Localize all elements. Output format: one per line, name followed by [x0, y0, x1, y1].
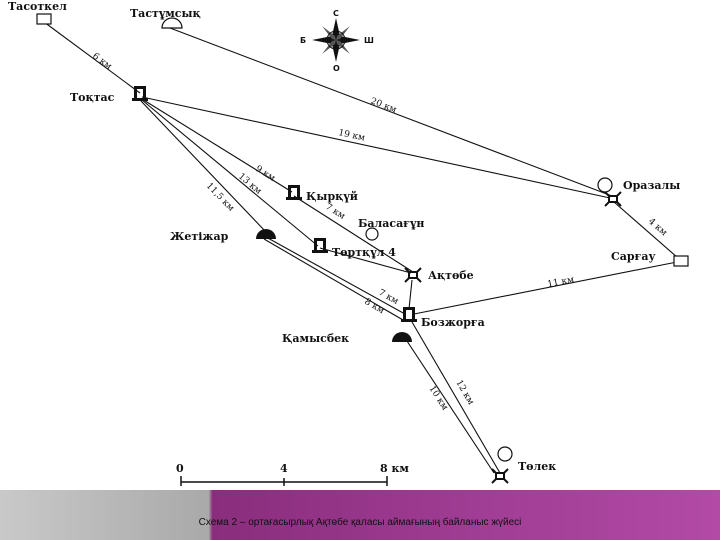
scale-tick-label: 4 — [280, 462, 288, 475]
scale-bar: 0 4 8 км — [176, 462, 409, 486]
route-tasotkel-toktas — [43, 21, 141, 94]
site-label-bozhorga: Бозжорға — [421, 316, 485, 329]
circle-marker-icon — [597, 177, 613, 193]
site-label-zhetizhar: Жетіжар — [170, 230, 229, 243]
filled-half-circle-marker-icon — [256, 229, 276, 239]
fortress-marker-icon — [132, 86, 148, 101]
route-toktas-tortkul — [141, 99, 319, 247]
site-labels: Тасоткел Тастұмсық Тоқтас Оразалы Қырқүй… — [8, 0, 680, 473]
circle-marker-icon — [497, 446, 513, 462]
route-bozhorga-tolek-b — [404, 337, 495, 474]
distance-label: 11 км — [547, 275, 575, 290]
town-marker-icon — [404, 267, 422, 283]
site-label-aktobe: Ақтөбе — [428, 269, 474, 282]
compass-rose: С О Б Ш — [300, 9, 374, 73]
fortress-marker-icon — [312, 238, 328, 253]
scale-tick-label: 8 км — [380, 462, 409, 475]
route-tortkul-aktobe — [319, 247, 412, 274]
route-zhetizhar-bozhorga-a — [265, 236, 406, 315]
compass-west: Б — [300, 36, 306, 45]
fortress-marker-icon — [401, 307, 417, 322]
site-label-tasotkel: Тасоткел — [8, 0, 67, 13]
site-label-orazaly: Оразалы — [623, 179, 680, 192]
route-aktobe-bozhorga — [408, 279, 413, 310]
site-label-sargau: Сарғау — [611, 250, 655, 263]
square-marker-icon — [673, 255, 689, 267]
route-kyrkui-aktobe — [293, 195, 414, 273]
site-label-kamysbek: Қамысбек — [282, 332, 349, 345]
distance-label: 6 км — [90, 51, 113, 72]
distance-label: 20 км — [369, 96, 398, 115]
fortress-marker-icon — [286, 185, 302, 200]
route-toktas-zhetizhar — [140, 100, 267, 233]
route-zhetizhar-bozhorga-b — [263, 238, 404, 321]
caption-banner: Схема 2 – ортағасырлық Ақтөбе қаласы айм… — [0, 490, 720, 540]
distance-label: 9 км — [253, 164, 276, 184]
route-bozhorga-tolek-a — [411, 321, 501, 474]
town-marker-icon — [491, 468, 509, 484]
distance-label: 19 км — [337, 128, 365, 143]
route-scheme: 6 км 20 км 19 км 9 км 13 км 11,5 км 7 км… — [8, 0, 689, 486]
route-toktas-kyrkui — [141, 98, 293, 193]
site-label-balasagun: Баласағұн — [358, 217, 424, 230]
square-marker-icon — [36, 13, 52, 25]
compass-south: О — [333, 64, 340, 73]
half-circle-marker-icon — [161, 17, 183, 29]
compass-north: С — [333, 9, 339, 18]
route-sargau-bozhorga — [413, 261, 678, 315]
filled-half-circle-marker-icon — [392, 332, 412, 342]
compass-east: Ш — [364, 36, 374, 45]
distance-label: 4 км — [646, 217, 669, 238]
distance-label: 7 км — [323, 202, 346, 222]
site-label-toktas: Тоқтас — [70, 91, 115, 104]
site-label-tastumsyk: Тастұмсық — [130, 7, 201, 20]
town-marker-icon — [604, 191, 622, 207]
site-label-tolek: Төлек — [518, 460, 556, 473]
distance-label: 11,5 км — [204, 181, 236, 214]
distance-label: 10 км — [426, 384, 449, 412]
circle-marker-icon — [365, 227, 379, 241]
route-tastumsyk-orazaly — [169, 27, 613, 197]
site-markers — [36, 13, 689, 484]
figure-caption: Схема 2 – ортағасырлық Ақтөбе қаласы айм… — [198, 517, 522, 528]
scale-tick-label: 0 — [176, 462, 184, 475]
routes — [43, 21, 679, 474]
route-toktas-orazaly — [141, 96, 611, 199]
site-label-tortkul: Төртқұл 4 — [332, 246, 396, 259]
site-label-kyrkui: Қырқүй — [306, 190, 358, 203]
route-orazaly-sargau — [613, 201, 679, 259]
distance-label: 12 км — [453, 379, 475, 407]
